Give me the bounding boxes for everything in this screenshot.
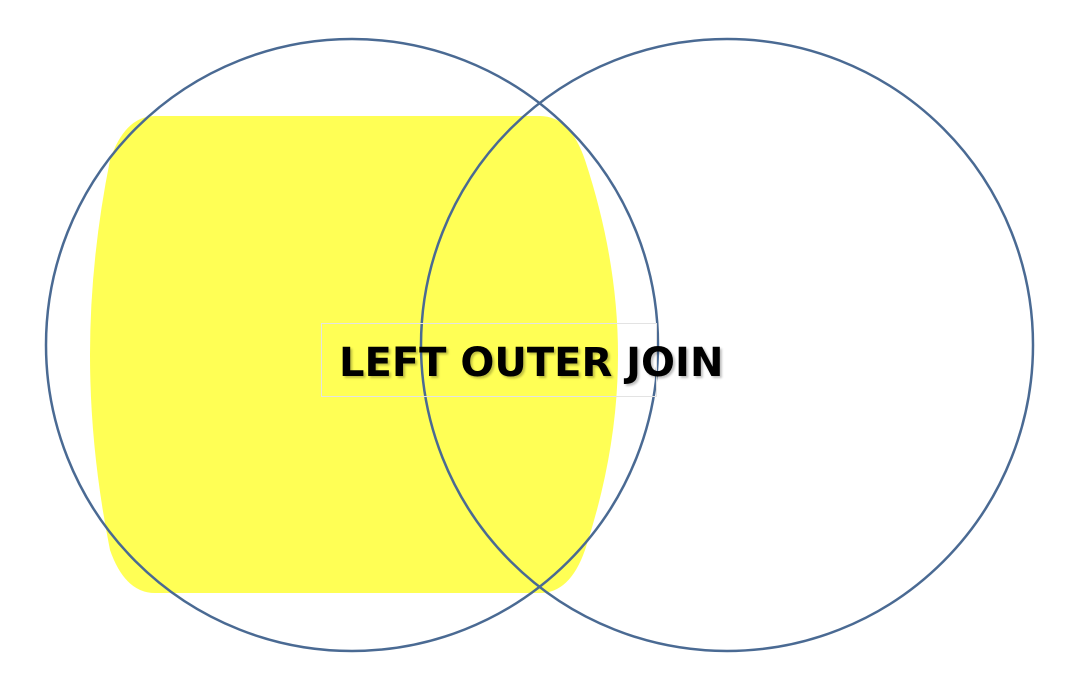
left-table-circle <box>44 37 660 653</box>
right-table-circle <box>419 37 1035 653</box>
left-join-highlight <box>90 116 618 593</box>
join-type-label: LEFT OUTER JOIN <box>339 340 724 386</box>
label-box <box>321 323 657 397</box>
